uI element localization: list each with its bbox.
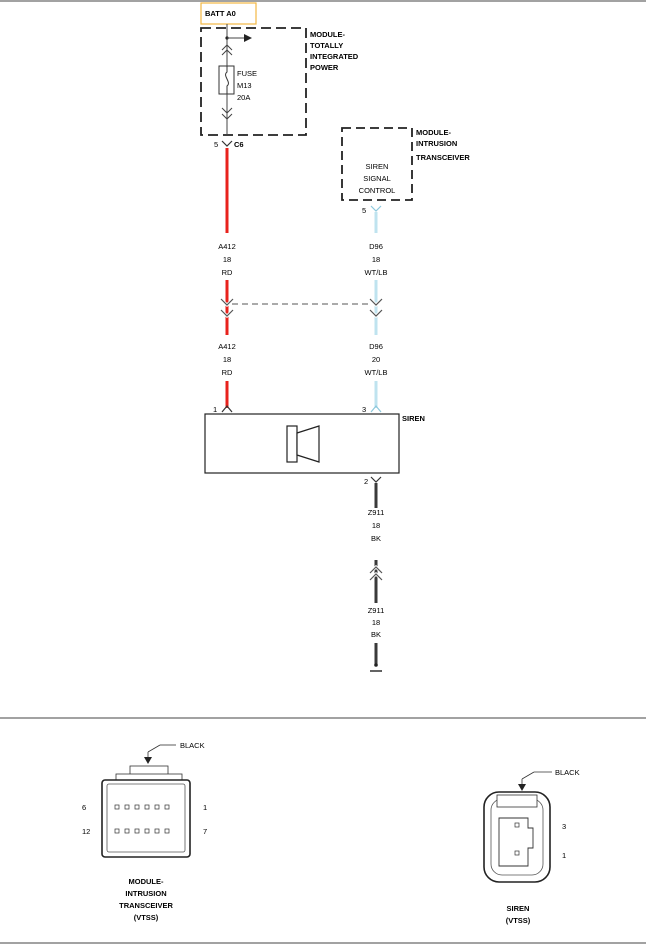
itm-label-line1: MODULE- xyxy=(416,128,451,137)
siren-label: SIREN xyxy=(402,414,425,423)
pin-row-top xyxy=(114,804,170,810)
siren-connector-color: BLACK xyxy=(555,768,580,777)
wire-d96-color: WT/LB xyxy=(365,368,388,377)
wire-label-a412-upper: A412 18 RD xyxy=(218,242,236,277)
siren-connector-pin-3: 3 xyxy=(562,822,566,831)
tipm-connector-id: C6 xyxy=(234,140,244,149)
tipm-pin-number: 5 xyxy=(214,140,218,149)
siren-pin-2-number: 2 xyxy=(364,477,368,486)
wire-label-z911-lower: Z911 18 BK xyxy=(368,606,385,639)
itm-pin-5: 5 xyxy=(362,205,382,215)
inline-connector-outline xyxy=(369,566,383,581)
itm-connector-color: BLACK xyxy=(180,741,205,750)
batt-a0-label: BATT A0 xyxy=(205,9,236,18)
fuse-label: FUSE xyxy=(237,69,257,78)
wire-d96-circuit: D96 xyxy=(369,242,383,251)
wire-a412-color: RD xyxy=(222,368,233,377)
connector-chevron-icon xyxy=(221,107,233,120)
arrow-down-icon xyxy=(144,757,152,764)
wire-z911-gauge: 18 xyxy=(372,521,380,530)
connector-chevron-icon xyxy=(221,140,233,147)
wire-z911-gauge: 18 xyxy=(372,618,380,627)
connector-body xyxy=(101,779,191,858)
wire-label-d96-upper: D96 18 WT/LB xyxy=(365,242,388,277)
connector-body xyxy=(483,791,551,883)
wire-label-z911-upper: Z911 18 BK xyxy=(368,508,385,543)
wire-label-d96-lower: D96 20 WT/LB xyxy=(365,342,388,377)
connector-chevron-icon xyxy=(370,405,382,413)
siren-component: SIREN xyxy=(204,413,425,474)
itm-label-line3: TRANSCEIVER xyxy=(416,153,470,162)
itm-connector-view: BLACK 6 1 12 7 MODULE- INTRUSION TRANSCE… xyxy=(82,741,207,922)
siren-signal-line1: SIREN xyxy=(366,162,389,171)
siren-caption-line2: (VTSS) xyxy=(506,916,531,925)
inline-connector-outline xyxy=(369,298,383,317)
itm-pin-6: 6 xyxy=(82,803,86,812)
siren-signal-line3: CONTROL xyxy=(359,186,396,195)
connector-cavity xyxy=(498,817,534,867)
siren-pin-1: 1 xyxy=(213,405,217,414)
arrow-right-icon xyxy=(244,34,252,42)
wire-d96-gauge: 20 xyxy=(372,355,380,364)
tipm-label-line1: MODULE- xyxy=(310,30,345,39)
ground-icon xyxy=(370,663,382,672)
pin-row-bottom xyxy=(114,828,170,834)
fuse-number: M13 xyxy=(237,81,252,90)
speaker-icon xyxy=(286,425,298,463)
itm-pin-number: 5 xyxy=(362,206,366,215)
connector-chevron-icon xyxy=(221,44,233,56)
pin-cavity xyxy=(514,822,520,828)
batt-a0-box: BATT A0 xyxy=(200,2,257,25)
wire-a412-circuit: A412 xyxy=(218,242,236,251)
wire-z911-circuit: Z911 xyxy=(368,508,385,517)
siren-connector-pin-1: 1 xyxy=(562,851,566,860)
siren-pin-3: 3 xyxy=(362,405,366,414)
siren-signal-line2: SIGNAL xyxy=(363,174,391,183)
wire-a412-circuit: A412 xyxy=(218,342,236,351)
wire-d96-gauge: 18 xyxy=(372,255,380,264)
tipm-label-line2: TOTALLY xyxy=(310,41,343,50)
tipm-module: MODULE- TOTALLY INTEGRATED POWER xyxy=(200,27,359,136)
itm-caption-line2: INTRUSION xyxy=(125,889,166,898)
siren-caption-line1: SIREN xyxy=(507,904,530,913)
siren-pin-2: 2 xyxy=(364,476,382,486)
connector-chevron-icon xyxy=(221,405,233,413)
itm-module: MODULE- INTRUSION TRANSCEIVER SIREN SIGN… xyxy=(341,127,470,201)
itm-pin-12: 12 xyxy=(82,827,90,836)
wire-a412-gauge: 18 xyxy=(223,355,231,364)
arrow-down-icon xyxy=(518,784,526,791)
wire-label-a412-lower: A412 18 RD xyxy=(218,342,236,377)
connector-latch xyxy=(496,794,538,808)
siren-pins-top: 1 3 xyxy=(213,405,382,414)
itm-caption-line3: TRANSCEIVER xyxy=(119,901,173,910)
connector-chevron-icon xyxy=(370,205,382,212)
tipm-label-line4: POWER xyxy=(310,63,339,72)
tipm-c6-connector: 5 C6 xyxy=(214,140,244,149)
wire-d96-circuit: D96 xyxy=(369,342,383,351)
wire-d96-color: WT/LB xyxy=(365,268,388,277)
pin-cavity xyxy=(514,850,520,856)
itm-pin-1: 1 xyxy=(203,803,207,812)
siren-connector-view: BLACK 3 1 SIREN (VTSS) xyxy=(483,768,580,925)
tipm-label-line3: INTEGRATED xyxy=(310,52,359,61)
itm-caption-line4: (VTSS) xyxy=(134,913,159,922)
itm-caption-line1: MODULE- xyxy=(129,877,164,886)
itm-label-line2: INTRUSION xyxy=(416,139,457,148)
inline-connector-outline xyxy=(220,298,234,317)
wire-a412-gauge: 18 xyxy=(223,255,231,264)
connector-chevron-icon xyxy=(370,476,382,483)
wire-z911-circuit: Z911 xyxy=(368,606,385,615)
wire-a412-color: RD xyxy=(222,268,233,277)
itm-pin-7: 7 xyxy=(203,827,207,836)
fuse-rating: 20A xyxy=(237,93,250,102)
speaker-cone-icon xyxy=(296,425,320,463)
wire-z911-color: BK xyxy=(371,534,381,543)
fuse-circuit: FUSE M13 20A xyxy=(218,24,257,135)
wire-z911-color: BK xyxy=(371,630,381,639)
